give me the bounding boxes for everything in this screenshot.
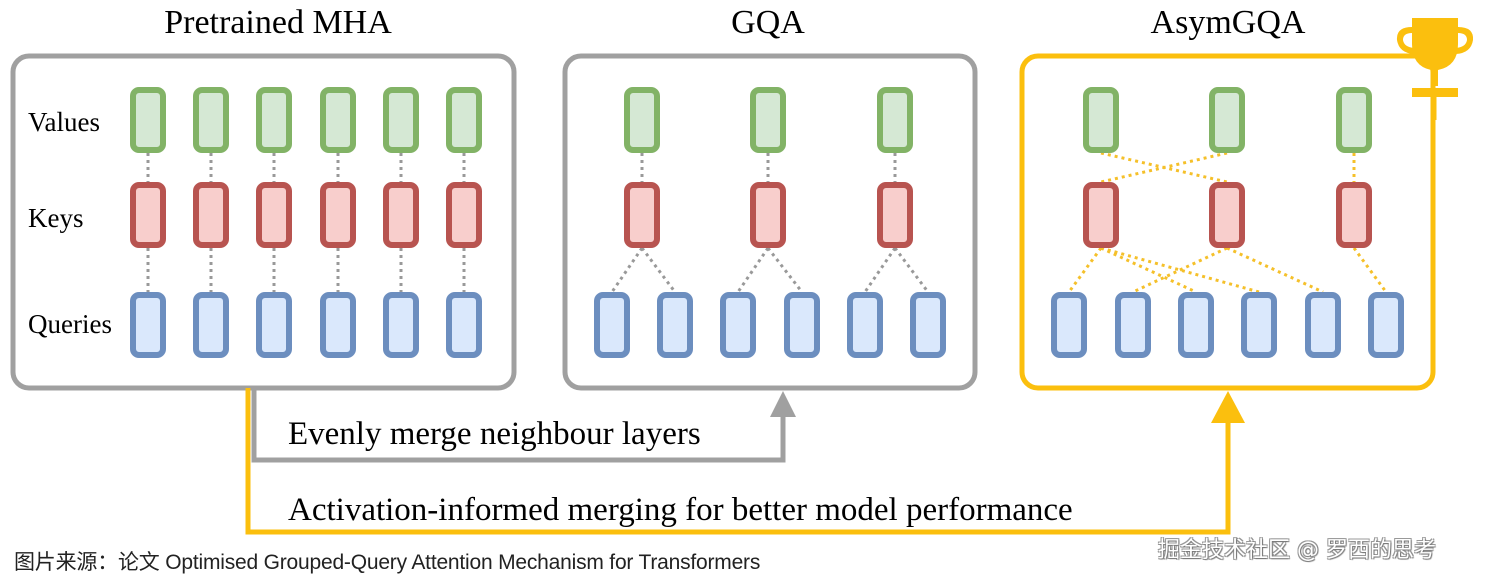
gqa-value-head bbox=[877, 87, 913, 153]
mha-value-head bbox=[193, 87, 229, 153]
mha-query-head bbox=[130, 292, 166, 358]
mha-query-head bbox=[383, 292, 419, 358]
mha-query-head bbox=[193, 292, 229, 358]
gold-arrowhead bbox=[1211, 391, 1245, 423]
mha-value-head bbox=[383, 87, 419, 153]
panel-title-gqa: GQA bbox=[731, 4, 805, 41]
gqa-query-head bbox=[720, 292, 756, 358]
asymgqa-key-head bbox=[1083, 182, 1119, 248]
mha-key-head bbox=[383, 182, 419, 248]
mha-key-head bbox=[193, 182, 229, 248]
gqa-value-head bbox=[624, 87, 660, 153]
asymgqa-key-query-link bbox=[1226, 246, 1324, 294]
mha-query-head bbox=[256, 292, 292, 358]
gqa-query-head bbox=[910, 292, 946, 358]
mha-value-head bbox=[130, 87, 166, 153]
gqa-query-head bbox=[594, 292, 630, 358]
panel-frame-gqa bbox=[562, 53, 978, 391]
panel-title-asymgqa: AsymGQA bbox=[1151, 4, 1306, 41]
boxes-layer bbox=[130, 87, 1404, 358]
asymgqa-value-head bbox=[1336, 87, 1372, 153]
asymgqa-key-head bbox=[1336, 182, 1372, 248]
links-layer bbox=[146, 151, 1388, 294]
mha-key-head bbox=[320, 182, 356, 248]
gqa-query-head bbox=[847, 292, 883, 358]
mha-value-head bbox=[446, 87, 482, 153]
asymgqa-key-query-link bbox=[1132, 246, 1228, 294]
gqa-key-query-link bbox=[736, 247, 770, 293]
asymgqa-query-head bbox=[1241, 292, 1277, 358]
panel-frame-asymgqa bbox=[1019, 53, 1436, 391]
gqa-key-head bbox=[877, 182, 913, 248]
mha-key-head bbox=[130, 182, 166, 248]
gqa-key-query-link bbox=[893, 247, 930, 293]
mha-value-head bbox=[320, 87, 356, 153]
row-label-keys: Keys bbox=[28, 203, 84, 233]
mha-key-head bbox=[256, 182, 292, 248]
asymgqa-key-query-link bbox=[1067, 247, 1103, 293]
panel-frame-mha bbox=[10, 53, 517, 391]
asymgqa-query-head bbox=[1368, 292, 1404, 358]
asymgqa-value-head bbox=[1083, 87, 1119, 153]
asymgqa-value-key-link bbox=[1100, 151, 1228, 184]
asymgqa-value-head bbox=[1209, 87, 1245, 153]
gqa-key-head bbox=[624, 182, 660, 248]
row-label-queries: Queries bbox=[28, 309, 112, 339]
gqa-query-head bbox=[657, 292, 693, 358]
trophy-icon bbox=[1396, 18, 1474, 97]
mha-value-head bbox=[256, 87, 292, 153]
row-label-values: Values bbox=[28, 107, 100, 137]
asymgqa-query-head bbox=[1178, 292, 1214, 358]
gqa-key-head bbox=[750, 182, 786, 248]
gqa-key-query-link bbox=[640, 247, 677, 293]
gqa-key-query-link bbox=[610, 247, 644, 293]
gqa-key-query-link bbox=[766, 247, 804, 293]
mha-query-head bbox=[320, 292, 356, 358]
figure-caption: 图片来源：论文 Optimised Grouped-Query Attentio… bbox=[14, 551, 761, 574]
gray-merge-arrow bbox=[251, 388, 786, 463]
panel-title-mha: Pretrained MHA bbox=[164, 4, 392, 41]
gray-arrowhead bbox=[770, 391, 796, 417]
asymgqa-query-head bbox=[1305, 292, 1341, 358]
gqa-value-head bbox=[750, 87, 786, 153]
asymgqa-key-query-link bbox=[1352, 247, 1388, 293]
mha-query-head bbox=[446, 292, 482, 358]
mha-key-head bbox=[446, 182, 482, 248]
asymgqa-query-head bbox=[1051, 292, 1087, 358]
gqa-query-head bbox=[784, 292, 820, 358]
gold-arrow-label: Activation-informed merging for better m… bbox=[288, 492, 1073, 528]
asymgqa-query-head bbox=[1115, 292, 1151, 358]
watermark: 掘金技术社区 @ 罗西的思考 bbox=[1158, 538, 1436, 563]
gqa-key-query-link bbox=[863, 247, 897, 293]
asymgqa-key-head bbox=[1209, 182, 1245, 248]
gold-merge-arrow bbox=[245, 388, 1231, 535]
gray-arrow-label: Evenly merge neighbour layers bbox=[288, 416, 701, 452]
